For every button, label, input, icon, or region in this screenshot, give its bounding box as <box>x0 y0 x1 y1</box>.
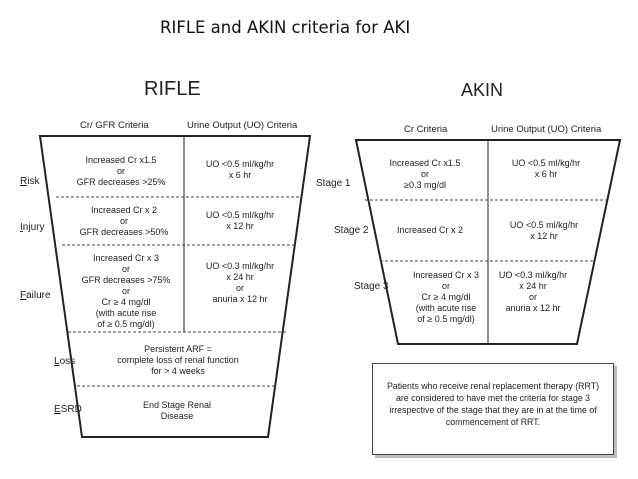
akin-stage2-cr: Increased Cr x 2 <box>396 225 464 235</box>
rrt-note-box: Patients who receive renal replacement t… <box>372 363 614 455</box>
rifle-label-risk: Risk <box>20 176 40 187</box>
rifle-injury-uo: UO <0.5 ml/kg/hr x 12 hr <box>205 210 275 231</box>
akin-stage2-label: Stage 2 <box>334 225 369 236</box>
rifle-loss-text: Persistent ARF = complete loss of renal … <box>117 344 239 376</box>
akin-title: AKIN <box>461 80 504 100</box>
rifle-uo-header: Urine Output (UO) Criteria <box>187 120 298 131</box>
rifle-funnel-outline <box>38 135 312 438</box>
rifle-label-loss: Loss <box>54 356 76 367</box>
rifle-injury-cr: Increased Cr x 2 or GFR decreases >50% <box>79 205 169 237</box>
akin-stage1-label: Stage 1 <box>316 178 351 189</box>
rifle-label-failure: Failure <box>20 290 51 301</box>
rifle-failure-uo: UO <0.3 ml/kg/hr x 24 hr or anuria x 12 … <box>205 261 275 304</box>
akin-cr-header: Cr Criteria <box>404 124 448 135</box>
akin-stage3-uo: UO <0.3 ml/kg/hr x 24 hr or anuria x 12 … <box>498 270 568 313</box>
akin-stage2-uo: UO <0.5 ml/kg/hr x 12 hr <box>509 220 579 241</box>
rifle-label-esrd: ESRD <box>54 404 82 415</box>
akin-stage3-label: Stage 3 <box>354 281 389 292</box>
akin-stage1-cr: Increased Cr x1.5 or ≥0.3 mg/dl <box>389 158 461 190</box>
page-title: RIFLE and AKIN criteria for AKI <box>160 18 411 37</box>
akin-funnel-outline <box>354 139 622 345</box>
rifle-failure-cr: Increased Cr x 3 or GFR decreases >75% o… <box>81 253 171 329</box>
akin-stage1-uo: UO <0.5 ml/kg/hr x 6 hr <box>511 158 581 179</box>
rifle-title: RIFLE <box>144 78 201 100</box>
rifle-cr-header: Cr/ GFR Criteria <box>80 120 149 131</box>
rifle-esrd-text: End Stage Renal Disease <box>142 400 212 421</box>
rifle-risk-uo: UO <0.5 ml/kg/hr x 6 hr <box>205 159 275 180</box>
akin-stage3-cr: Increased Cr x 3 or Cr ≥ 4 mg/dl (with a… <box>412 270 480 324</box>
rifle-risk-cr: Increased Cr x1.5 or GFR decreases >25% <box>76 155 166 187</box>
akin-uo-header: Urine Output (UO) Criteria <box>491 124 602 135</box>
rifle-label-injury: Injury <box>20 222 45 233</box>
rrt-note-text: Patients who receive renal replacement t… <box>386 381 600 427</box>
